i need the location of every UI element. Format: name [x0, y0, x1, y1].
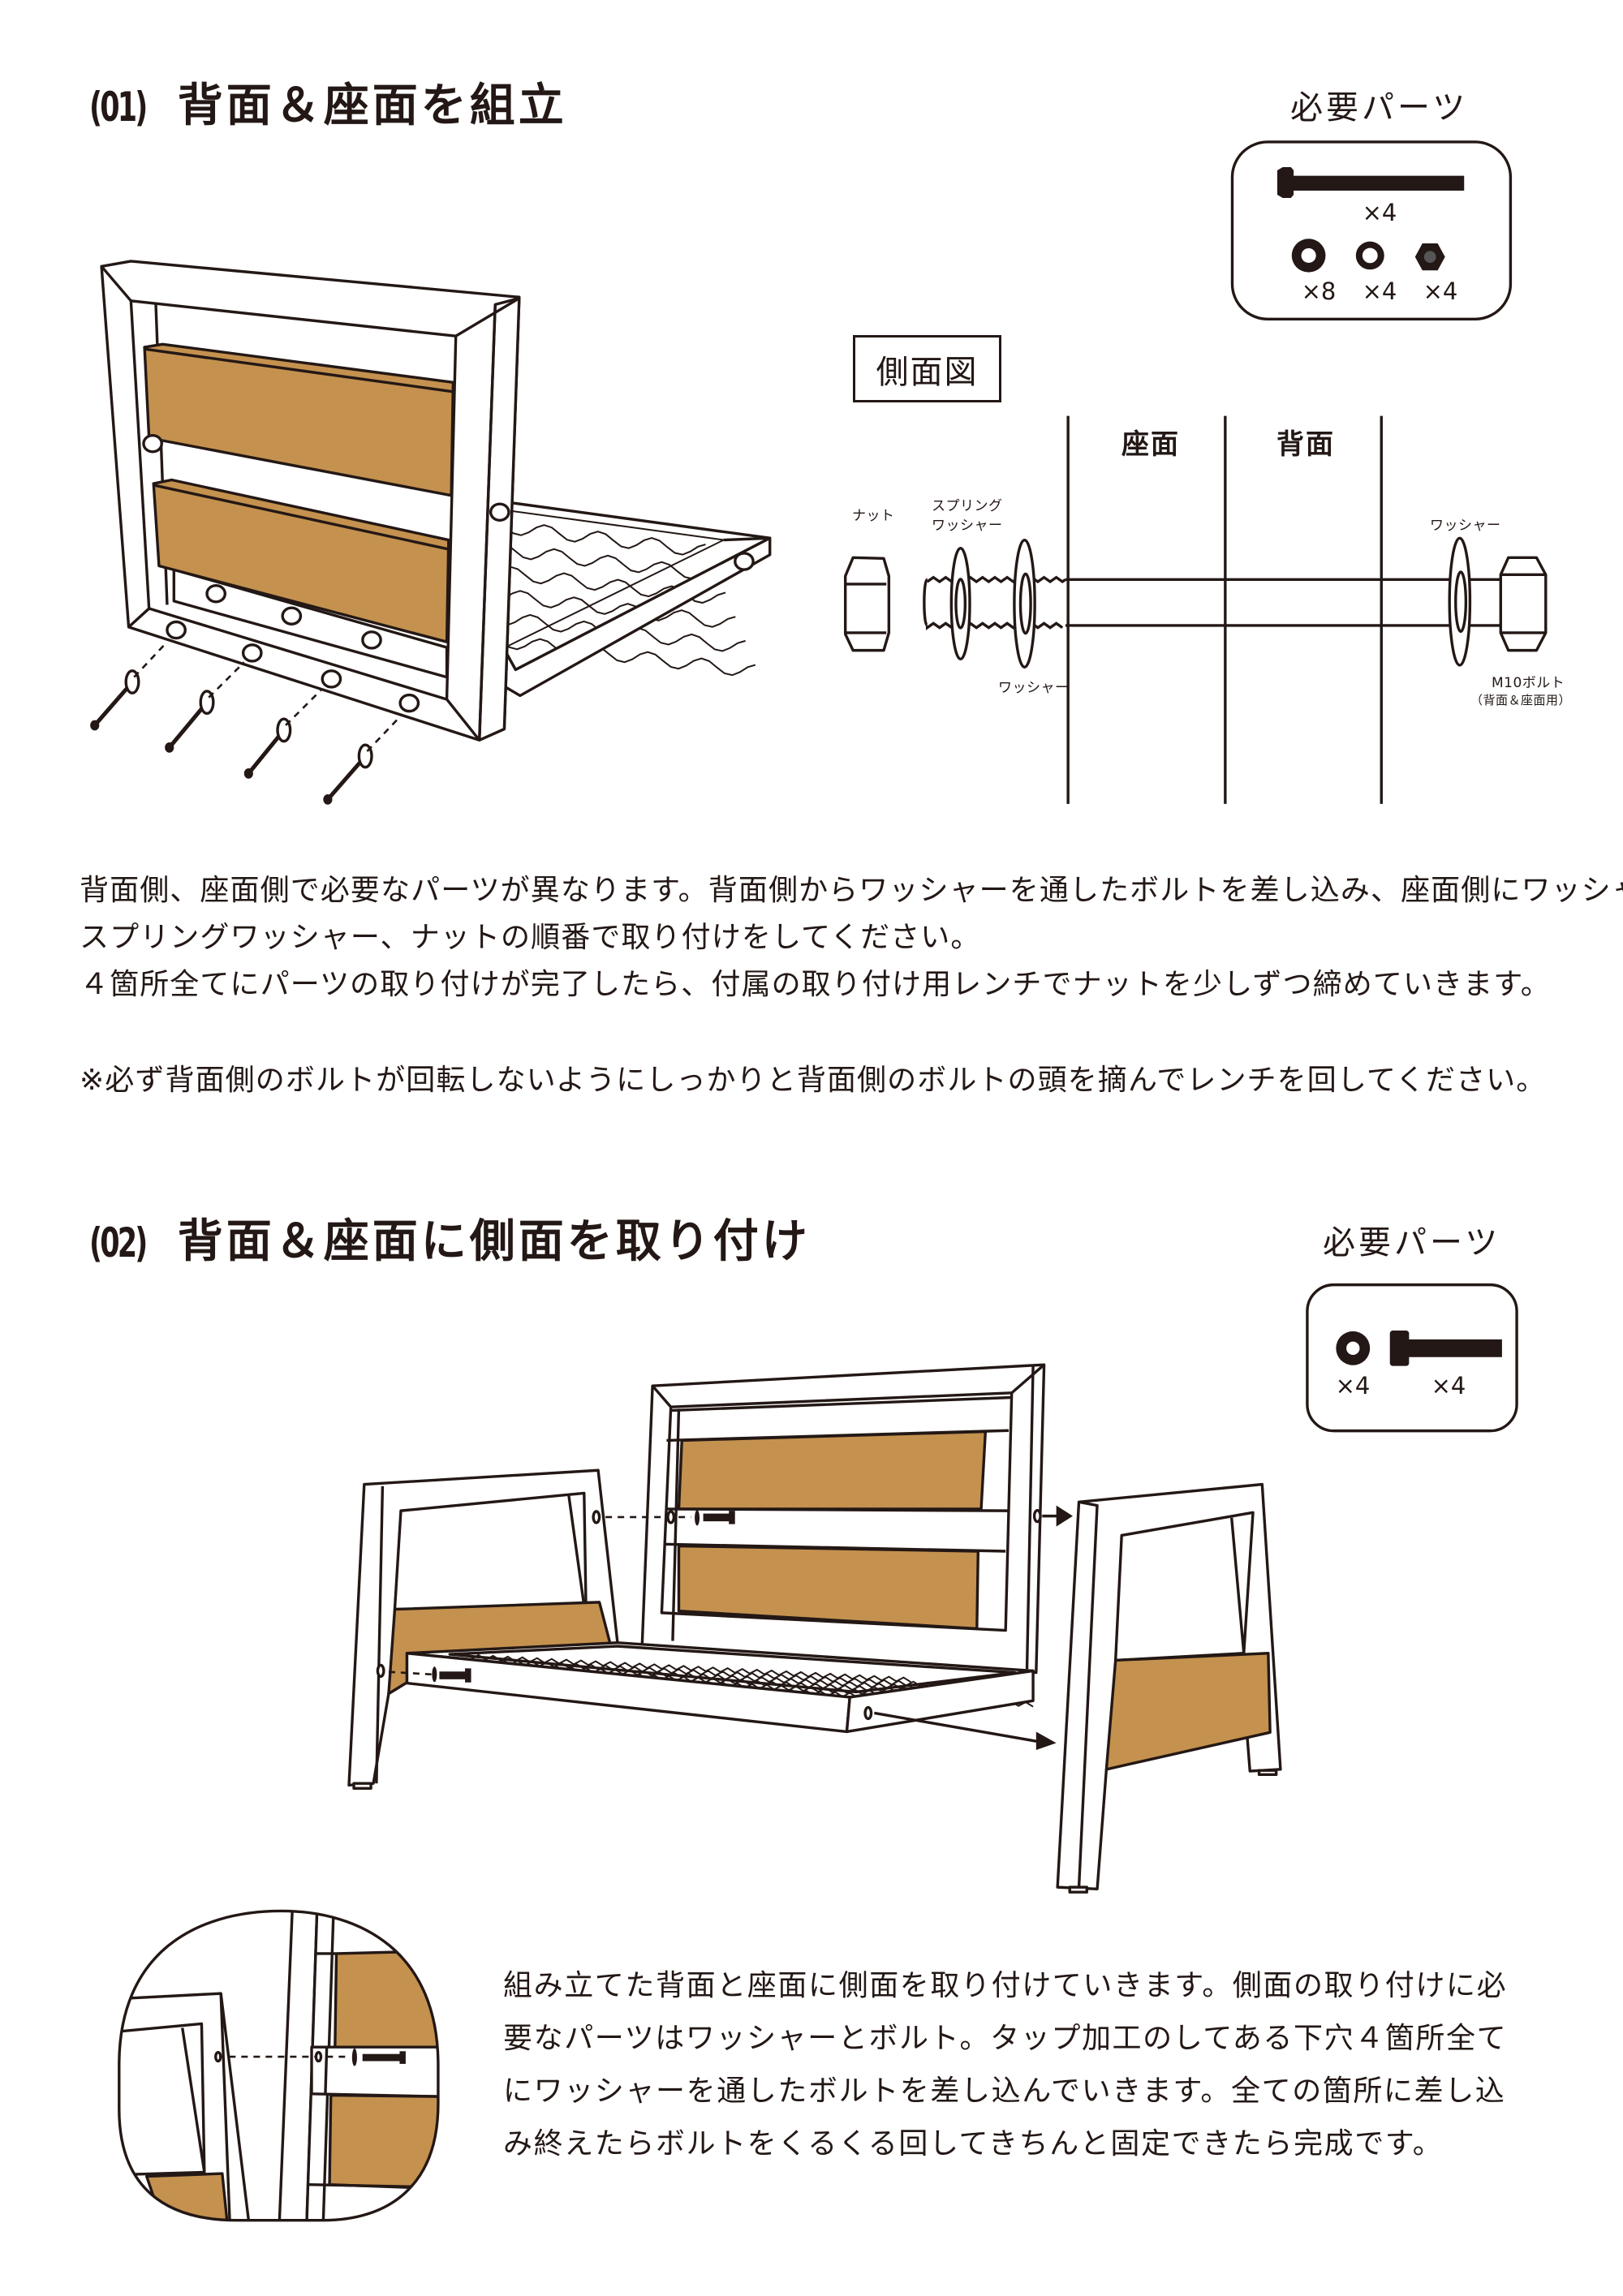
- instruction-line: にワッシャーを通したボルトを差し込んでいきます。全ての箇所に差し込: [503, 2075, 1506, 2108]
- nut-label: ナット: [852, 508, 895, 524]
- washer-qty: ×4: [1335, 1372, 1371, 1400]
- side-view-diagram: [846, 416, 1546, 804]
- parts-heading: 必要パーツ: [1290, 89, 1469, 127]
- instruction-line: 背面側、座面側で必要なパーツが異なります。背面側からワッシャーを通したボルトを差…: [80, 874, 1623, 907]
- parts-box-1: [1232, 142, 1510, 319]
- instruction-line: スプリングワッシャー、ナットの順番で取り付けをしてください。: [80, 921, 981, 954]
- left-side-frame: [349, 1470, 618, 1788]
- bolt: [243, 690, 321, 779]
- bolt: [323, 714, 403, 805]
- back-and-seat-illustration: [90, 261, 770, 805]
- step-number: (02): [89, 1219, 148, 1266]
- caution-line: ※必ず背面側のボルトが回転しないようにしっかりと背面側のボルトの頭を摘んでレンチ…: [80, 1064, 1547, 1097]
- instruction-line: 要なパーツはワッシャーとボルト。タップ加工のしてある下穴４箇所全て: [503, 2022, 1508, 2055]
- back-column-label: 背面: [1276, 428, 1335, 461]
- washer-front-label: ワッシャー: [998, 680, 1070, 696]
- parts-heading: 必要パーツ: [1323, 1224, 1501, 1262]
- detail-closeup: [114, 1908, 444, 2241]
- spring-washer-qty: ×4: [1362, 277, 1397, 305]
- instruction-line: ４箇所全てにパーツの取り付けが完了したら、付属の取り付け用レンチでナットを少しず…: [80, 968, 1551, 1001]
- nut-qty: ×4: [1423, 277, 1458, 305]
- section-2-heading: (02) 背面＆座面に側面を取り付け: [89, 1219, 811, 1265]
- spring-washer-label-1: スプリング: [932, 498, 1003, 514]
- section-title: 背面＆座面に側面を取り付け: [177, 1215, 811, 1268]
- back-slat-lower: [153, 480, 449, 643]
- back-bolts: [90, 642, 403, 805]
- section-title: 背面＆座面を組立: [177, 80, 567, 132]
- bolt-icon: [1276, 166, 1294, 198]
- bolt: [165, 662, 244, 753]
- arrow-down-right-icon: [1035, 1731, 1057, 1750]
- bolt-label: M10ボルト: [1492, 675, 1565, 691]
- attach-bolts: [377, 1505, 1073, 1750]
- instruction-line: 組み立てた背面と座面に側面を取り付けていきます。側面の取り付けに必: [503, 1969, 1508, 2002]
- bolt-qty: ×4: [1362, 199, 1397, 226]
- bolt-icon: [1389, 1331, 1410, 1366]
- bolt-note-label: （背面＆座面用）: [1470, 693, 1572, 707]
- section-1-heading: (01) 背面＆座面を組立: [89, 84, 567, 129]
- side-attach-illustration: [349, 1365, 1281, 1892]
- parts-box-2: [1307, 1285, 1517, 1431]
- washer-qty: ×8: [1301, 277, 1337, 305]
- instruction-line: み終えたらボルトをくるくる回してきちんと固定できたら完成です。: [503, 2127, 1444, 2161]
- step-number: (01): [89, 84, 148, 131]
- back-frame: [642, 1365, 1044, 1672]
- bolt-shaft: [924, 578, 1506, 628]
- bolt-holes: [144, 436, 753, 712]
- arrow-right-icon: [1056, 1505, 1073, 1527]
- spring-washer-label-2: ワッシャー: [932, 518, 1003, 534]
- bolt-head-icon: [1500, 557, 1546, 650]
- bolt: [90, 642, 167, 731]
- bolt-qty: ×4: [1431, 1372, 1466, 1400]
- nut-icon: [846, 557, 889, 650]
- seat-column-label: 座面: [1121, 428, 1180, 461]
- back-slat-upper: [678, 1432, 985, 1509]
- side-view-title: 側面図: [853, 335, 1001, 402]
- right-side-frame: [1057, 1485, 1281, 1893]
- washer-back-label: ワッシャー: [1430, 518, 1501, 534]
